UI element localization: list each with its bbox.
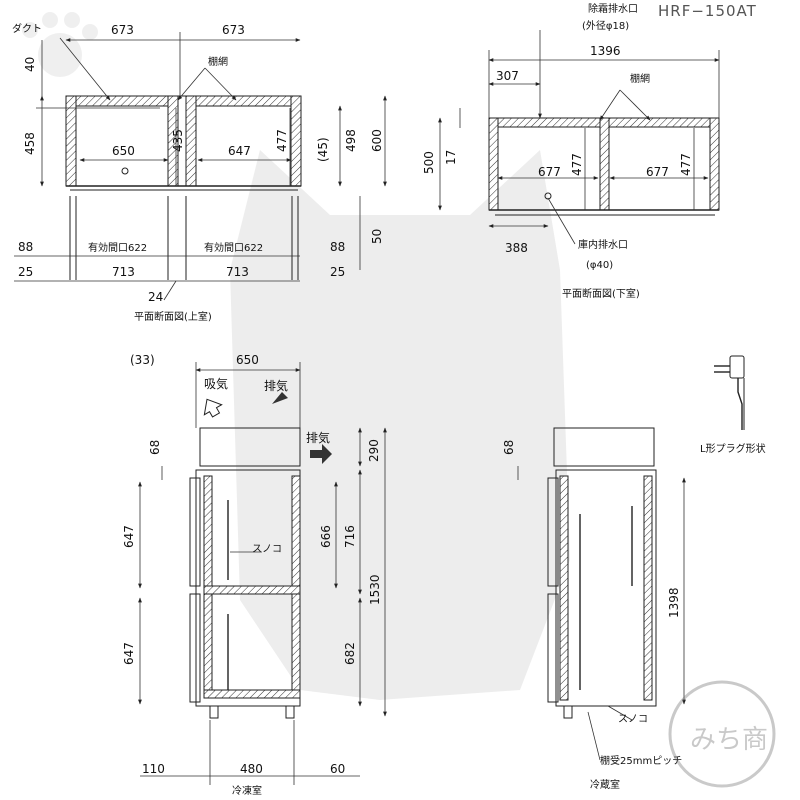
dim-477-upper: 477: [275, 129, 289, 152]
dim-498: 498: [344, 129, 358, 152]
fridge-sunoko-label: スノコ: [618, 714, 648, 725]
paw-watermark-icon: [22, 12, 98, 77]
upper-plan-caption: 平面断面図(上室): [134, 310, 212, 323]
dim-677-left: 677: [538, 165, 561, 179]
shelf-pitch-label: 棚受25mmピッチ: [600, 754, 682, 767]
open-width-left: 有効間口622: [88, 241, 147, 254]
intake-label: 吸気: [204, 376, 228, 391]
plug-shape: L形プラグ形状: [700, 355, 766, 455]
lower-plan-view: 除霜排水口 (外径φ18) 1396 307 棚網 500 17 677 677…: [422, 2, 720, 300]
dim-673-left: 673: [111, 23, 134, 37]
exhaust-arrow-icon: [272, 392, 288, 404]
dim-110: 110: [142, 762, 165, 776]
exhaust-label: 排気: [264, 378, 288, 393]
dim-716: 716: [343, 525, 357, 548]
dim-713-left: 713: [112, 265, 135, 279]
dim-647-upper-door: 647: [122, 525, 136, 548]
dim-1530: 1530: [368, 574, 382, 605]
inner-drain-label: 庫内排水口: [578, 238, 628, 251]
dim-477-lower-left: 477: [570, 153, 584, 176]
dim-682: 682: [343, 642, 357, 665]
dim-25-right: 25: [330, 265, 345, 279]
dim-1398: 1398: [667, 587, 681, 618]
dim-33: (33): [130, 353, 155, 367]
dim-68-fridge: 68: [502, 440, 516, 455]
dim-290: 290: [367, 439, 381, 462]
freezer-sunoko-label: スノコ: [252, 544, 282, 555]
dim-600: 600: [370, 129, 384, 152]
open-width-right: 有効間口622: [204, 241, 263, 254]
shelf-net-label: 棚網: [208, 55, 228, 68]
dim-40: 40: [23, 57, 37, 72]
fridge-caption: 冷蔵室: [590, 778, 620, 791]
dim-713-right: 713: [226, 265, 249, 279]
dim-647-lower-door: 647: [122, 642, 136, 665]
dim-24: 24: [148, 290, 163, 304]
intake-arrow-icon: [203, 398, 223, 418]
dim-677-right: 677: [646, 165, 669, 179]
dim-673-right: 673: [222, 23, 245, 37]
dim-50: 50: [370, 229, 384, 244]
upper-plan-view: 673 673 ダクト 棚網 40 458 650 647 435 477 49…: [12, 22, 387, 323]
dim-458: 458: [23, 132, 37, 155]
lower-plan-caption: 平面断面図(下室): [562, 287, 640, 300]
side-exhaust-label: 排気: [306, 430, 330, 445]
dim-650-depth: 650: [236, 353, 259, 367]
side-exhaust-arrow-icon: [310, 444, 332, 464]
dim-435: 435: [171, 129, 185, 152]
dim-647-inner: 647: [228, 144, 251, 158]
dim-88-left: 88: [18, 240, 33, 254]
fridge-side-view: 68 1398 スノコ 棚受25mmピッチ 冷蔵室: [502, 427, 686, 791]
dim-1396: 1396: [590, 44, 621, 58]
dim-60: 60: [330, 762, 345, 776]
dim-650-inner: 650: [112, 144, 135, 158]
freezer-side-view: (33) 650 吸気 排気 排気 68 290 647 647 666 716…: [122, 353, 387, 797]
dim-45: (45): [316, 137, 330, 162]
inner-drain-dia: (φ40): [586, 260, 613, 271]
dim-25-left: 25: [18, 265, 33, 279]
dim-480: 480: [240, 762, 263, 776]
dim-68-freezer: 68: [148, 440, 162, 455]
dim-388: 388: [505, 241, 528, 255]
dim-477-lower-right: 477: [679, 153, 693, 176]
stamp-text: みち商: [690, 725, 768, 755]
defrost-drain-label: 除霜排水口: [588, 2, 638, 15]
watermark-cat: [230, 150, 570, 700]
lower-shelf-net-label: 棚網: [630, 72, 650, 85]
plug-label: L形プラグ形状: [700, 442, 766, 455]
dim-500: 500: [422, 151, 436, 174]
shop-stamp: みち商: [668, 680, 776, 788]
duct-label: ダクト: [12, 22, 42, 35]
dim-307: 307: [496, 69, 519, 83]
dim-88-right: 88: [330, 240, 345, 254]
model-label: HRF−150AT: [658, 2, 757, 20]
dim-17: 17: [444, 150, 458, 165]
defrost-drain-dia: (外径φ18): [582, 19, 629, 32]
freezer-caption: 冷凍室: [232, 784, 262, 797]
dim-666: 666: [319, 525, 333, 548]
